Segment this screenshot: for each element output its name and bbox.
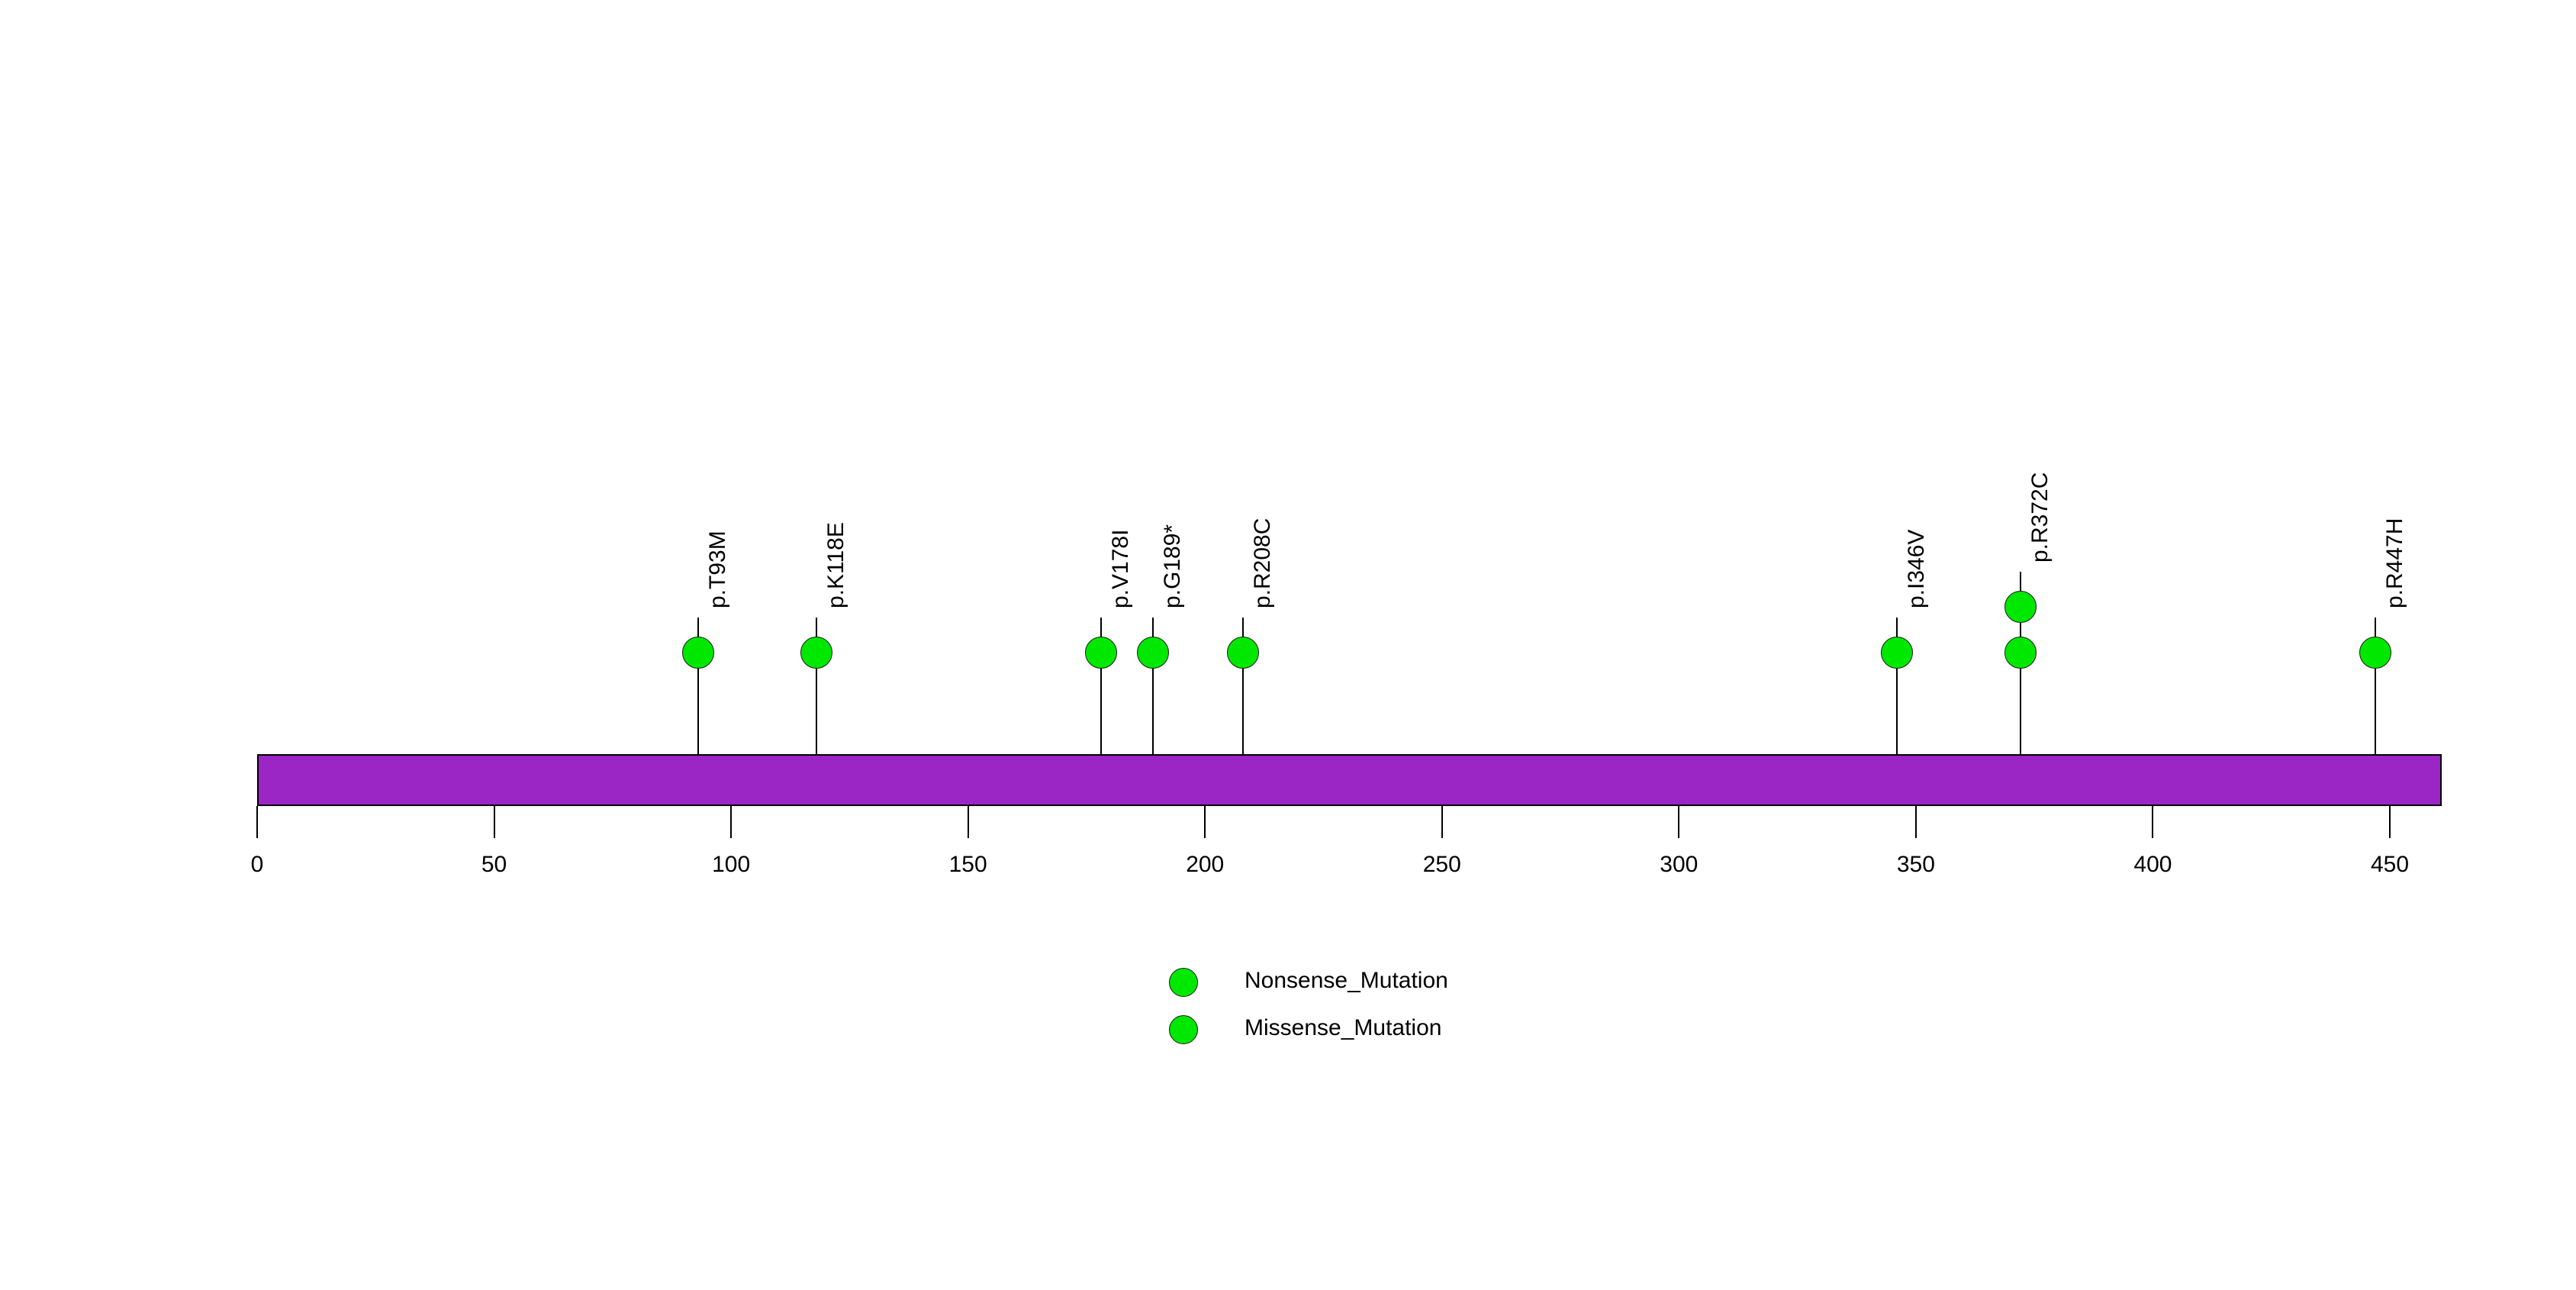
axis-tick bbox=[2152, 806, 2154, 838]
lollipop-label: p.K118E bbox=[823, 522, 848, 608]
lollipop-dot[interactable] bbox=[800, 637, 832, 669]
lollipop-label: p.R208C bbox=[1249, 518, 1275, 608]
axis-tick-label: 350 bbox=[1896, 852, 1935, 877]
axis-tick bbox=[1678, 806, 1680, 838]
lollipop-dot[interactable] bbox=[2004, 637, 2037, 669]
axis-tick bbox=[1204, 806, 1206, 838]
axis-tick-label: 400 bbox=[2133, 852, 2172, 877]
lollipop-dot[interactable] bbox=[1136, 637, 1169, 669]
axis-tick bbox=[730, 806, 733, 838]
axis-tick-label: 450 bbox=[2370, 852, 2410, 877]
lollipop-label: p.V178I bbox=[1107, 529, 1133, 608]
legend-dot-icon bbox=[1169, 968, 1198, 997]
lollipop-label: p.R372C bbox=[2027, 472, 2053, 563]
lollipop-stem bbox=[1151, 618, 1154, 754]
lollipop-label: p.G189* bbox=[1159, 524, 1185, 608]
axis-tick-label: 300 bbox=[1660, 852, 1699, 877]
legend-dot-icon bbox=[1169, 1015, 1198, 1044]
axis-tick-label: 50 bbox=[481, 852, 507, 877]
axis-tick bbox=[256, 806, 258, 838]
lollipop-stem bbox=[1100, 618, 1102, 754]
lollipop-stem bbox=[697, 618, 699, 754]
lollipop-stem bbox=[815, 618, 817, 754]
axis-tick-label: 200 bbox=[1186, 852, 1225, 877]
lollipop-dot[interactable] bbox=[2359, 637, 2392, 669]
axis-tick bbox=[1914, 806, 1917, 838]
lollipop-dot[interactable] bbox=[1226, 637, 1259, 669]
axis-tick-label: 150 bbox=[948, 852, 987, 877]
legend-label: Nonsense_Mutation bbox=[1245, 968, 1448, 993]
lollipop-stem bbox=[1896, 618, 1898, 754]
axis-tick-label: 100 bbox=[712, 852, 751, 877]
axis-tick bbox=[1441, 806, 1443, 838]
axis-tick bbox=[967, 806, 969, 838]
lollipop-stem bbox=[2375, 618, 2377, 754]
lollipop-dot[interactable] bbox=[1084, 637, 1117, 669]
lollipop-dot[interactable] bbox=[681, 637, 714, 669]
axis-tick-label: 0 bbox=[250, 852, 264, 877]
lollipop-label: p.R447H bbox=[2382, 518, 2408, 608]
lollipop-dot[interactable] bbox=[2004, 591, 2037, 623]
lollipop-label: p.T93M bbox=[704, 531, 730, 608]
axis-tick bbox=[2388, 806, 2391, 838]
protein-backbone-bar bbox=[257, 754, 2442, 806]
lollipop-label: p.I346V bbox=[1904, 529, 1930, 608]
axis-tick-label: 250 bbox=[1422, 852, 1461, 877]
legend-label: Missense_Mutation bbox=[1245, 1015, 1442, 1040]
axis-tick bbox=[493, 806, 495, 838]
lollipop-stem bbox=[1241, 618, 1244, 754]
lollipop-dot[interactable] bbox=[1881, 637, 1914, 669]
